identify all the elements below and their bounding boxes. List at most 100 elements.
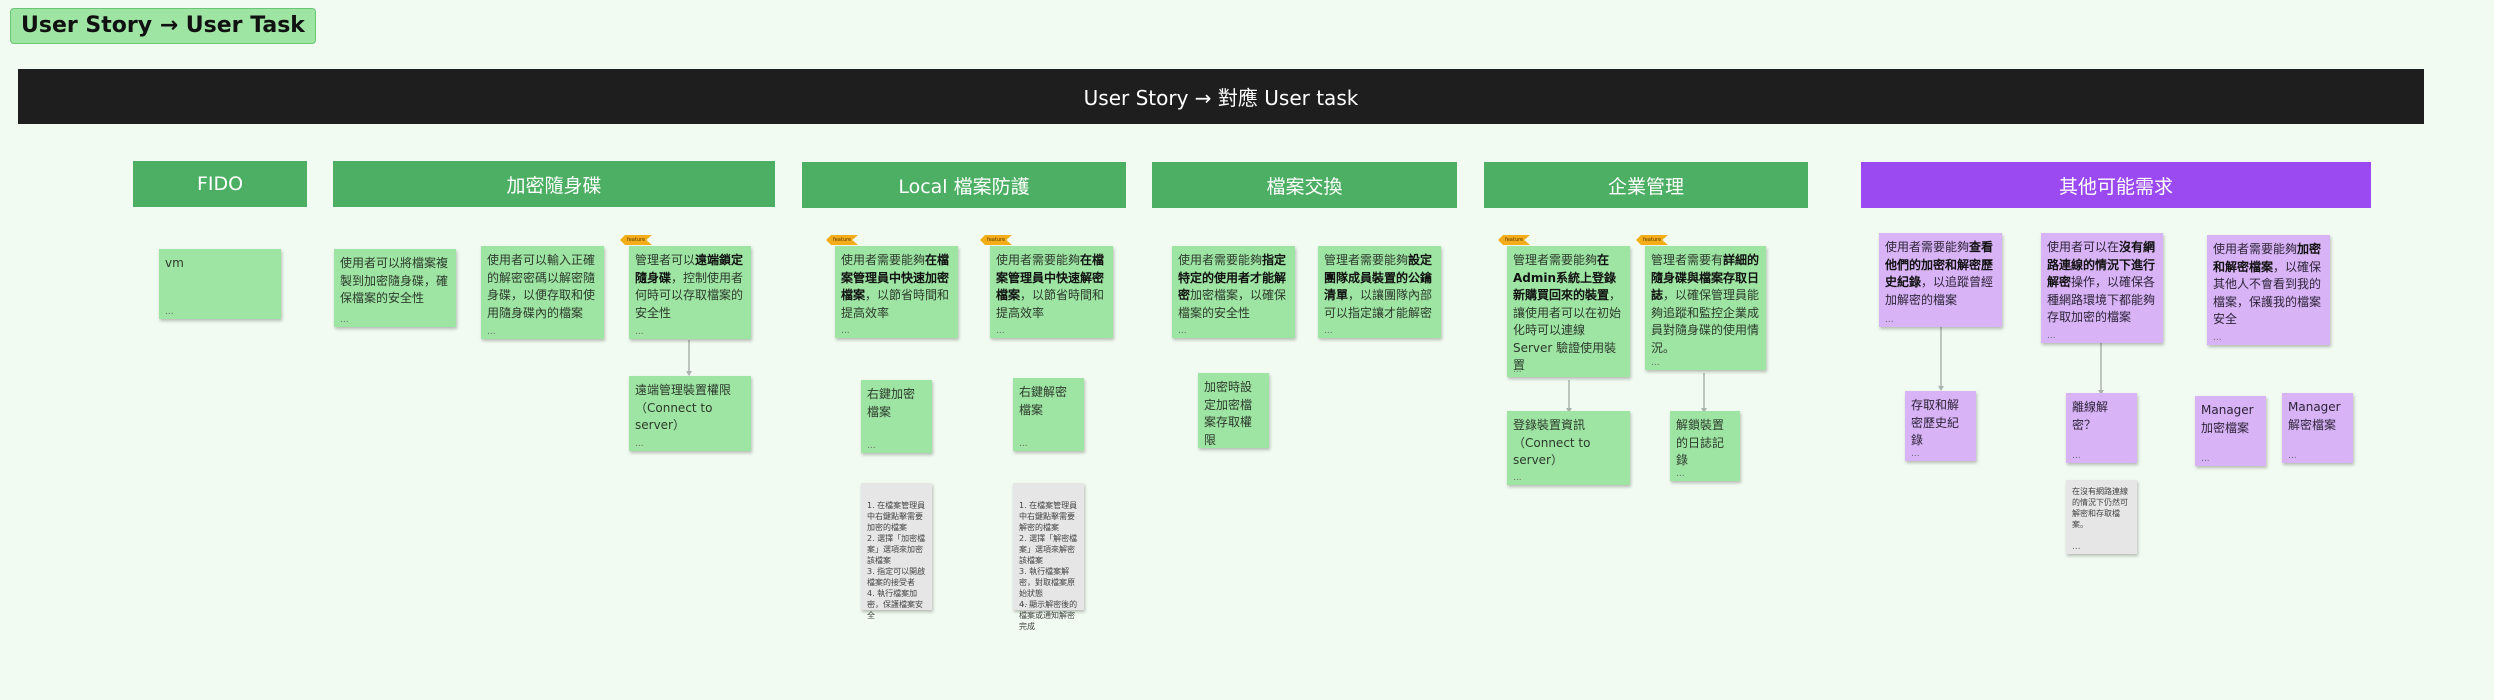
note-other-offline-detail: 在沒有網路連線的情況下仍然可解密和存取檔案。 ...: [2066, 480, 2137, 554]
note-text-a: 使用者可以在: [2047, 240, 2120, 254]
note-text-c: ，以確保管理員能夠追蹤和監控企業成員對隨身碟的使用情況。: [1651, 288, 1760, 355]
column-header-usb: 加密隨身碟: [333, 161, 775, 207]
note-text-a: 使用者需要能夠: [841, 253, 926, 267]
note-ellipsis: ...: [2072, 451, 2081, 461]
column-header-fido: FIDO: [133, 161, 307, 207]
task-other-manager-encrypt: Manager 加密檔案 ...: [2195, 396, 2266, 466]
note-ellipsis: ...: [340, 315, 349, 325]
note-local-decrypt: 使用者需要能夠在檔案管理員中快速解密檔案，以節省時間和提高效率 ...: [990, 246, 1113, 338]
note-ellipsis: ...: [1513, 365, 1522, 375]
task-other-manager-decrypt: Manager 解密檔案 ...: [2282, 393, 2353, 463]
note-ellipsis: ...: [1513, 473, 1522, 483]
feature-tag: feature: [980, 235, 1012, 245]
note-text-c: ，以讓團隊內部可以指定讓才能解密: [1324, 288, 1433, 320]
note-text-c: 操作，以確保各種網路環境下都能夠存取加密的檔案: [2047, 275, 2156, 324]
steps-local-encrypt: 1. 在檔案管理員中右鍵點擊需要加密的檔案 2. 選擇「加密檔案」選項來加密該檔…: [861, 483, 932, 620]
note-ellipsis: ...: [1911, 449, 1920, 459]
feature-tag: feature: [1636, 235, 1668, 245]
note-ellipsis: ...: [2213, 333, 2222, 343]
note-text-c: ，以追蹤曾經加解密的檔案: [1885, 275, 1994, 307]
note-ellipsis: ...: [1019, 439, 1028, 449]
note-text: 解鎖裝置的日誌記錄: [1676, 418, 1725, 467]
column-header-other: 其他可能需求: [1861, 162, 2371, 208]
note-usb-remote-lock: 管理者可以遠端鎖定隨身碟，控制使用者何時可以存取檔案的安全性 ...: [629, 246, 751, 339]
note-text-bold: 設定團隊成員裝置的公鑰清單: [1324, 253, 1433, 302]
note-usb-copy: 使用者可以將檔案複製到加密隨身碟，確保檔案的安全性 ...: [334, 249, 456, 327]
task-enterprise-register-info: 登錄裝置資訊（Connect to server） ...: [1507, 411, 1630, 485]
note-ellipsis: ...: [867, 441, 876, 451]
note-text: 離線解密？: [2072, 400, 2109, 432]
board-title: User Story → User Task: [10, 8, 316, 44]
note-text-a: 使用者需要能夠: [1178, 253, 1263, 267]
column-header-local: Local 檔案防護: [802, 162, 1126, 208]
note-text-bold: 在檔案管理員中快速加密檔案: [841, 253, 950, 302]
note-text: 1. 在檔案管理員中右鍵點擊需要加密的檔案 2. 選擇「加密檔案」選項來加密該檔…: [867, 501, 926, 620]
note-text-c: 加密檔案，以確保檔案的安全性: [1178, 288, 1287, 320]
note-ellipsis: ...: [1324, 326, 1333, 336]
feature-tag: feature: [620, 235, 652, 245]
note-text-a: 使用者需要能夠: [1885, 240, 1970, 254]
note-ellipsis: ...: [1885, 315, 1894, 325]
feature-tag: feature: [1498, 235, 1530, 245]
note-text: 右鍵加密檔案: [867, 387, 916, 419]
note-text: vm: [165, 256, 184, 270]
note-text-a: 管理者可以: [635, 253, 696, 267]
note-ellipsis: ...: [165, 307, 174, 317]
note-text-bold: 沒有網路連線的情況下進行解密: [2047, 240, 2156, 289]
note-exchange-public-key-list: 管理者需要能夠設定團隊成員裝置的公鑰清單，以讓團隊內部可以指定讓才能解密 ...: [1318, 246, 1441, 338]
note-text: Manager 解密檔案: [2288, 400, 2341, 432]
note-text-bold: 加密和解密檔案: [2213, 242, 2322, 274]
note-ellipsis: ...: [996, 326, 1005, 336]
note-text-c: ，讓使用者可以在初始化時可以連線 Server 驗證使用裝置: [1513, 288, 1622, 372]
note-ellipsis: ...: [487, 327, 496, 337]
feature-tag: feature: [826, 235, 858, 245]
banner: User Story → 對應 User task: [18, 69, 2424, 124]
task-enterprise-log-record: 解鎖裝置的日誌記錄 ...: [1670, 411, 1740, 481]
note-exchange-specific-user: 使用者需要能夠指定特定的使用者才能解密加密檔案，以確保檔案的安全性 ...: [1172, 246, 1295, 338]
note-text-a: 使用者需要能夠: [2213, 242, 2298, 256]
task-local-right-click-decrypt: 右鍵解密檔案 ...: [1013, 378, 1084, 451]
note-text-bold: 在Admin系統上登錄新購買回來的裝置: [1513, 253, 1617, 302]
note-text-c: ，控制使用者何時可以存取檔案的安全性: [635, 270, 744, 320]
note-other-protect: 使用者需要能夠加密和解密檔案，以確保其他人不會看到我的檔案，保護我的檔案安全 .…: [2207, 235, 2330, 345]
note-ellipsis: ...: [1019, 598, 1028, 608]
note-text-bold: 在檔案管理員中快速解密檔案: [996, 253, 1105, 302]
note-ellipsis: ...: [1676, 469, 1685, 479]
note-enterprise-device-register: 管理者需要能夠在Admin系統上登錄新購買回來的裝置，讓使用者可以在初始化時可以…: [1507, 246, 1630, 377]
column-header-enterprise: 企業管理: [1484, 162, 1808, 208]
note-text: 使用者可以輸入正確的解密密碼以解密隨身碟，以便存取和使用隨身碟內的檔案: [487, 253, 596, 320]
task-other-history-record: 存取和解密歷史紀錄 ...: [1905, 391, 1976, 461]
note-text-bold: 詳細的隨身碟與檔案存取日誌: [1651, 253, 1760, 302]
note-ellipsis: ...: [2047, 331, 2056, 341]
note-text-a: 管理者需要有: [1651, 253, 1724, 267]
note-other-history: 使用者需要能夠查看他們的加密和解密歷史紀錄，以追蹤曾經加解密的檔案 ...: [1879, 233, 2002, 327]
note-text: 登錄裝置資訊（Connect to server）: [1513, 418, 1591, 467]
note-ellipsis: ...: [1204, 436, 1213, 446]
note-ellipsis: ...: [867, 598, 876, 608]
note-ellipsis: ...: [1651, 358, 1660, 368]
note-text: 存取和解密歷史紀錄: [1911, 398, 1960, 447]
task-local-right-click-encrypt: 右鍵加密檔案 ...: [861, 380, 932, 453]
task-other-offline-decrypt: 離線解密？ ...: [2066, 393, 2137, 463]
steps-local-decrypt: 1. 在檔案管理員中右鍵點擊需要解密的檔案 2. 選擇「解密檔案」選項來解密該檔…: [1013, 483, 1084, 631]
note-text: 使用者可以將檔案複製到加密隨身碟，確保檔案的安全性: [340, 256, 449, 305]
note-ellipsis: ...: [841, 326, 850, 336]
note-text: 右鍵解密檔案: [1019, 385, 1068, 417]
note-ellipsis: ...: [635, 439, 644, 449]
note-text-bold: 指定特定的使用者才能解密: [1178, 253, 1287, 302]
note-ellipsis: ...: [2288, 451, 2297, 461]
note-text-a: 管理者需要能夠: [1324, 253, 1409, 267]
note-text-a: 使用者需要能夠: [996, 253, 1081, 267]
note-text-bold: 遠端鎖定隨身碟: [635, 253, 744, 285]
note-text: 在沒有網路連線的情況下仍然可解密和存取檔案。: [2072, 487, 2128, 529]
note-enterprise-access-log: 管理者需要有詳細的隨身碟與檔案存取日誌，以確保管理員能夠追蹤和監控企業成員對隨身…: [1645, 246, 1766, 370]
task-usb-remote-permission: 遠端管理裝置權限（Connect to server） ...: [629, 376, 751, 451]
note-other-offline: 使用者可以在沒有網路連線的情況下進行解密操作，以確保各種網路環境下都能夠存取加密…: [2041, 233, 2163, 343]
task-exchange-access-permission: 加密時設定加密檔案存取權限 ...: [1198, 373, 1269, 448]
note-local-encrypt: 使用者需要能夠在檔案管理員中快速加密檔案，以節省時間和提高效率 ...: [835, 246, 958, 338]
note-text-c: ，以節省時間和提高效率: [996, 288, 1105, 320]
note-text-bold: 查看他們的加密和解密歷史紀錄: [1885, 240, 1994, 289]
note-ellipsis: ...: [635, 327, 644, 337]
note-text-c: ，以節省時間和提高效率: [841, 288, 950, 320]
